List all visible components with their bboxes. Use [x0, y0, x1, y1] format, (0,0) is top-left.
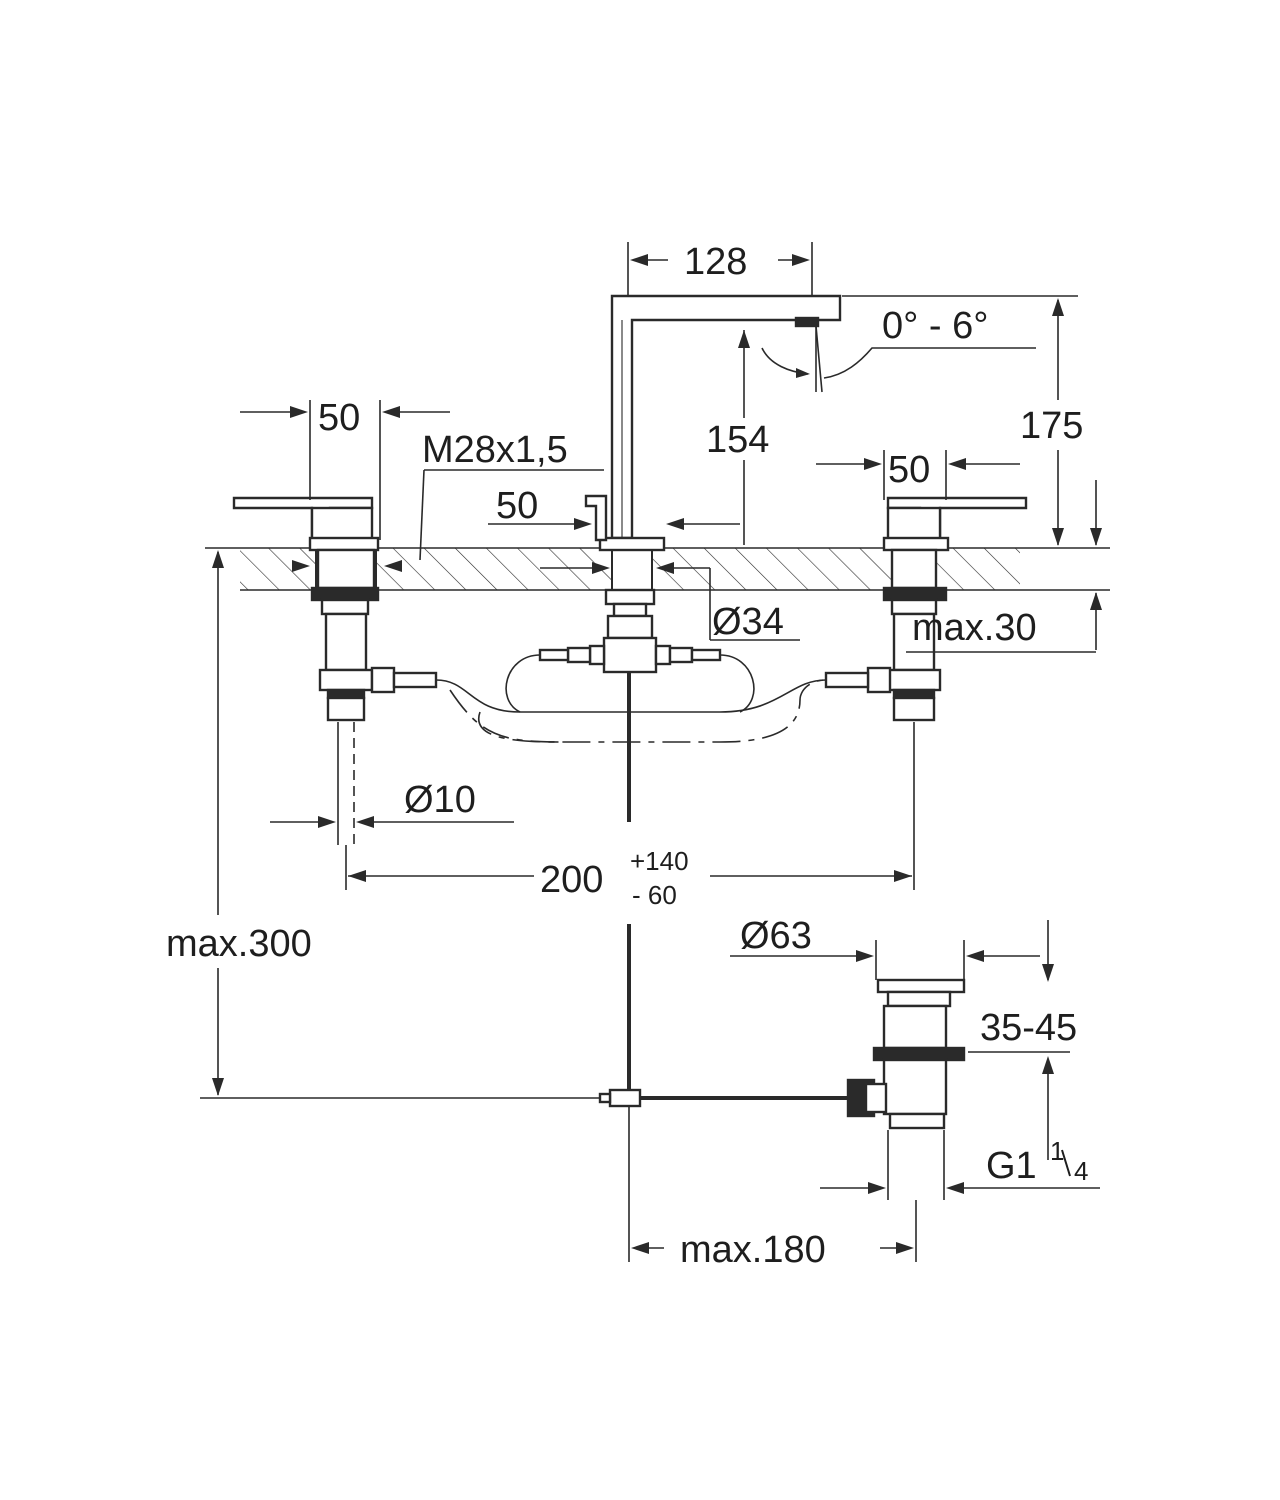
spout-height-label: 154	[706, 419, 769, 461]
max-depth-label: max.300	[166, 923, 312, 965]
spacing-minus-label: - 60	[632, 880, 677, 910]
drain-reach-label: max.180	[680, 1229, 826, 1271]
drain-thread-denominator: 4	[1074, 1156, 1088, 1186]
drain-assembly	[598, 978, 966, 1130]
spout	[538, 294, 842, 1095]
dimension-labels: 128 0° - 6° 175 154 50 50 50 M28x1,5 Ø34…	[166, 241, 1088, 1271]
hole-diameter-label: Ø34	[712, 601, 784, 643]
right-handle-width-label: 50	[888, 449, 930, 491]
dimension-lines	[200, 242, 1102, 1262]
drain-diameter-label: Ø63	[740, 915, 812, 957]
connecting-hoses	[435, 654, 827, 743]
max-deck-thickness-label: max.30	[912, 607, 1037, 649]
total-height-label: 175	[1020, 405, 1083, 447]
drain-range-label: 35-45	[980, 1007, 1077, 1049]
left-valve	[232, 496, 438, 845]
hose-diameter-label: Ø10	[404, 779, 476, 821]
drain-thread-label: G1	[986, 1145, 1037, 1187]
drain-thread-numerator: 1	[1050, 1136, 1064, 1166]
spacing-base-label: 200	[540, 859, 603, 901]
thread-label: M28x1,5	[422, 429, 568, 471]
right-valve	[824, 496, 1028, 890]
spout-reach-label: 128	[684, 241, 747, 283]
spout-angle-label: 0° - 6°	[882, 305, 988, 347]
spacing-plus-label: +140	[630, 846, 689, 876]
center-width-label: 50	[496, 485, 538, 527]
left-handle-width-label: 50	[318, 397, 360, 439]
